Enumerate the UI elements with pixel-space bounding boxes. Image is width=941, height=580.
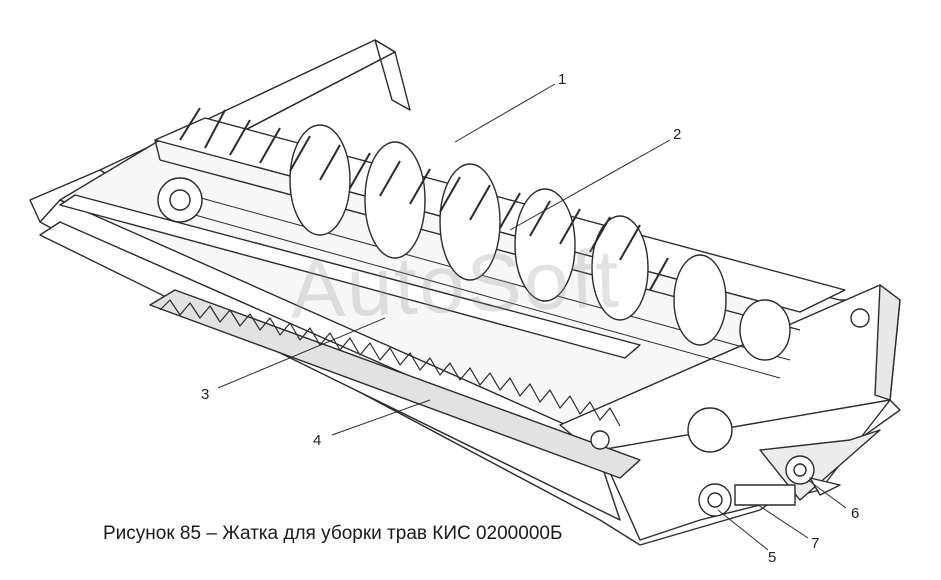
callout-4: 4 [313,432,322,449]
cutter-bar [149,289,641,479]
callout-1: 1 [558,71,567,88]
auger [189,124,791,379]
leader-lines [217,83,847,551]
figure-caption: Рисунок 85 – Жатка для уборки трав КИС 0… [103,523,563,544]
callout-6: 6 [851,505,860,522]
callout-3: 3 [201,386,210,403]
tine-row [179,107,669,291]
reel-shaft [59,177,641,359]
callout-2: 2 [673,126,682,143]
drive-components [590,308,870,517]
callout-7: 7 [811,535,820,552]
callout-5: 5 [768,549,777,566]
